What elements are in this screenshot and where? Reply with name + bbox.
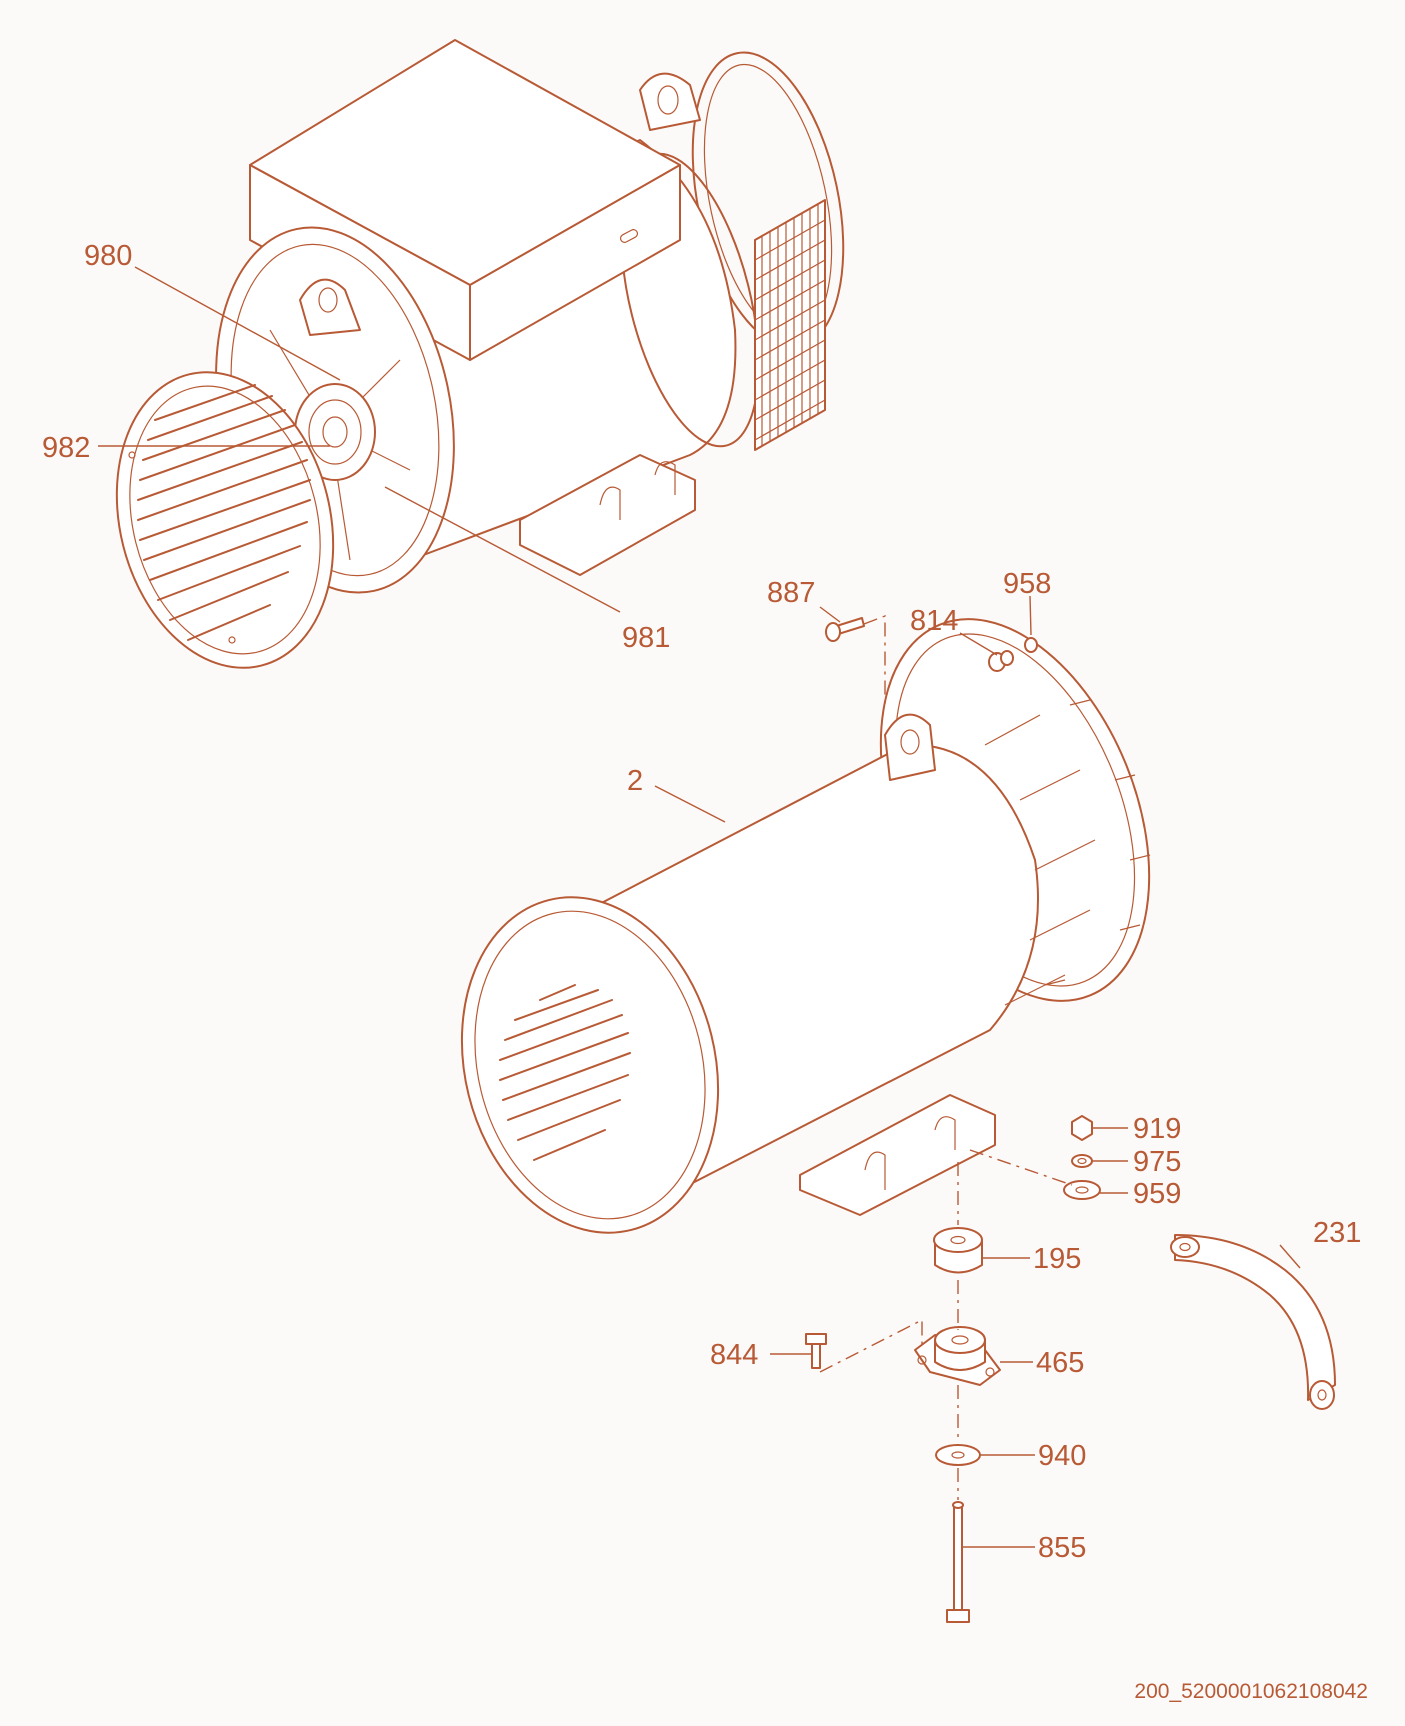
callout-887: 887 [767, 577, 815, 609]
callout-labels: 980 982 981 887 958 814 2 919 975 959 23… [42, 240, 1361, 1564]
callout-2: 2 [627, 765, 643, 797]
callout-919: 919 [1133, 1113, 1181, 1145]
bolt-887 [825, 617, 865, 642]
callout-940: 940 [1038, 1440, 1086, 1472]
callout-844: 844 [710, 1339, 758, 1371]
bolt-855 [946, 1501, 970, 1623]
callout-959: 959 [1133, 1178, 1181, 1210]
stator-frame [460, 618, 1151, 1234]
washer-814 [988, 650, 1014, 672]
mount-465 [914, 1326, 1001, 1386]
callout-975: 975 [1133, 1146, 1181, 1178]
callout-980: 980 [84, 240, 132, 272]
leader-lines [98, 266, 1301, 1548]
callout-855: 855 [1038, 1532, 1086, 1564]
washer-940 [935, 1444, 981, 1466]
washer-959 [1063, 1180, 1101, 1200]
callout-982: 982 [42, 432, 90, 464]
bolt-844 [805, 1333, 827, 1369]
callout-814: 814 [910, 605, 958, 637]
nut-919 [1071, 1115, 1093, 1141]
drawing-code: 200_5200001062108042 [1134, 1680, 1368, 1703]
assembled-generator [115, 39, 845, 669]
spacer-195 [933, 1227, 983, 1274]
callout-195: 195 [1033, 1243, 1081, 1275]
washer-975 [1071, 1154, 1093, 1168]
ground-strap-231 [1170, 1234, 1336, 1410]
callout-958: 958 [1003, 568, 1051, 600]
callout-231: 231 [1313, 1217, 1361, 1249]
callout-465: 465 [1036, 1347, 1084, 1379]
nut-958 [1024, 637, 1038, 653]
assembly-lines [819, 614, 1073, 1500]
callout-981: 981 [622, 622, 670, 654]
